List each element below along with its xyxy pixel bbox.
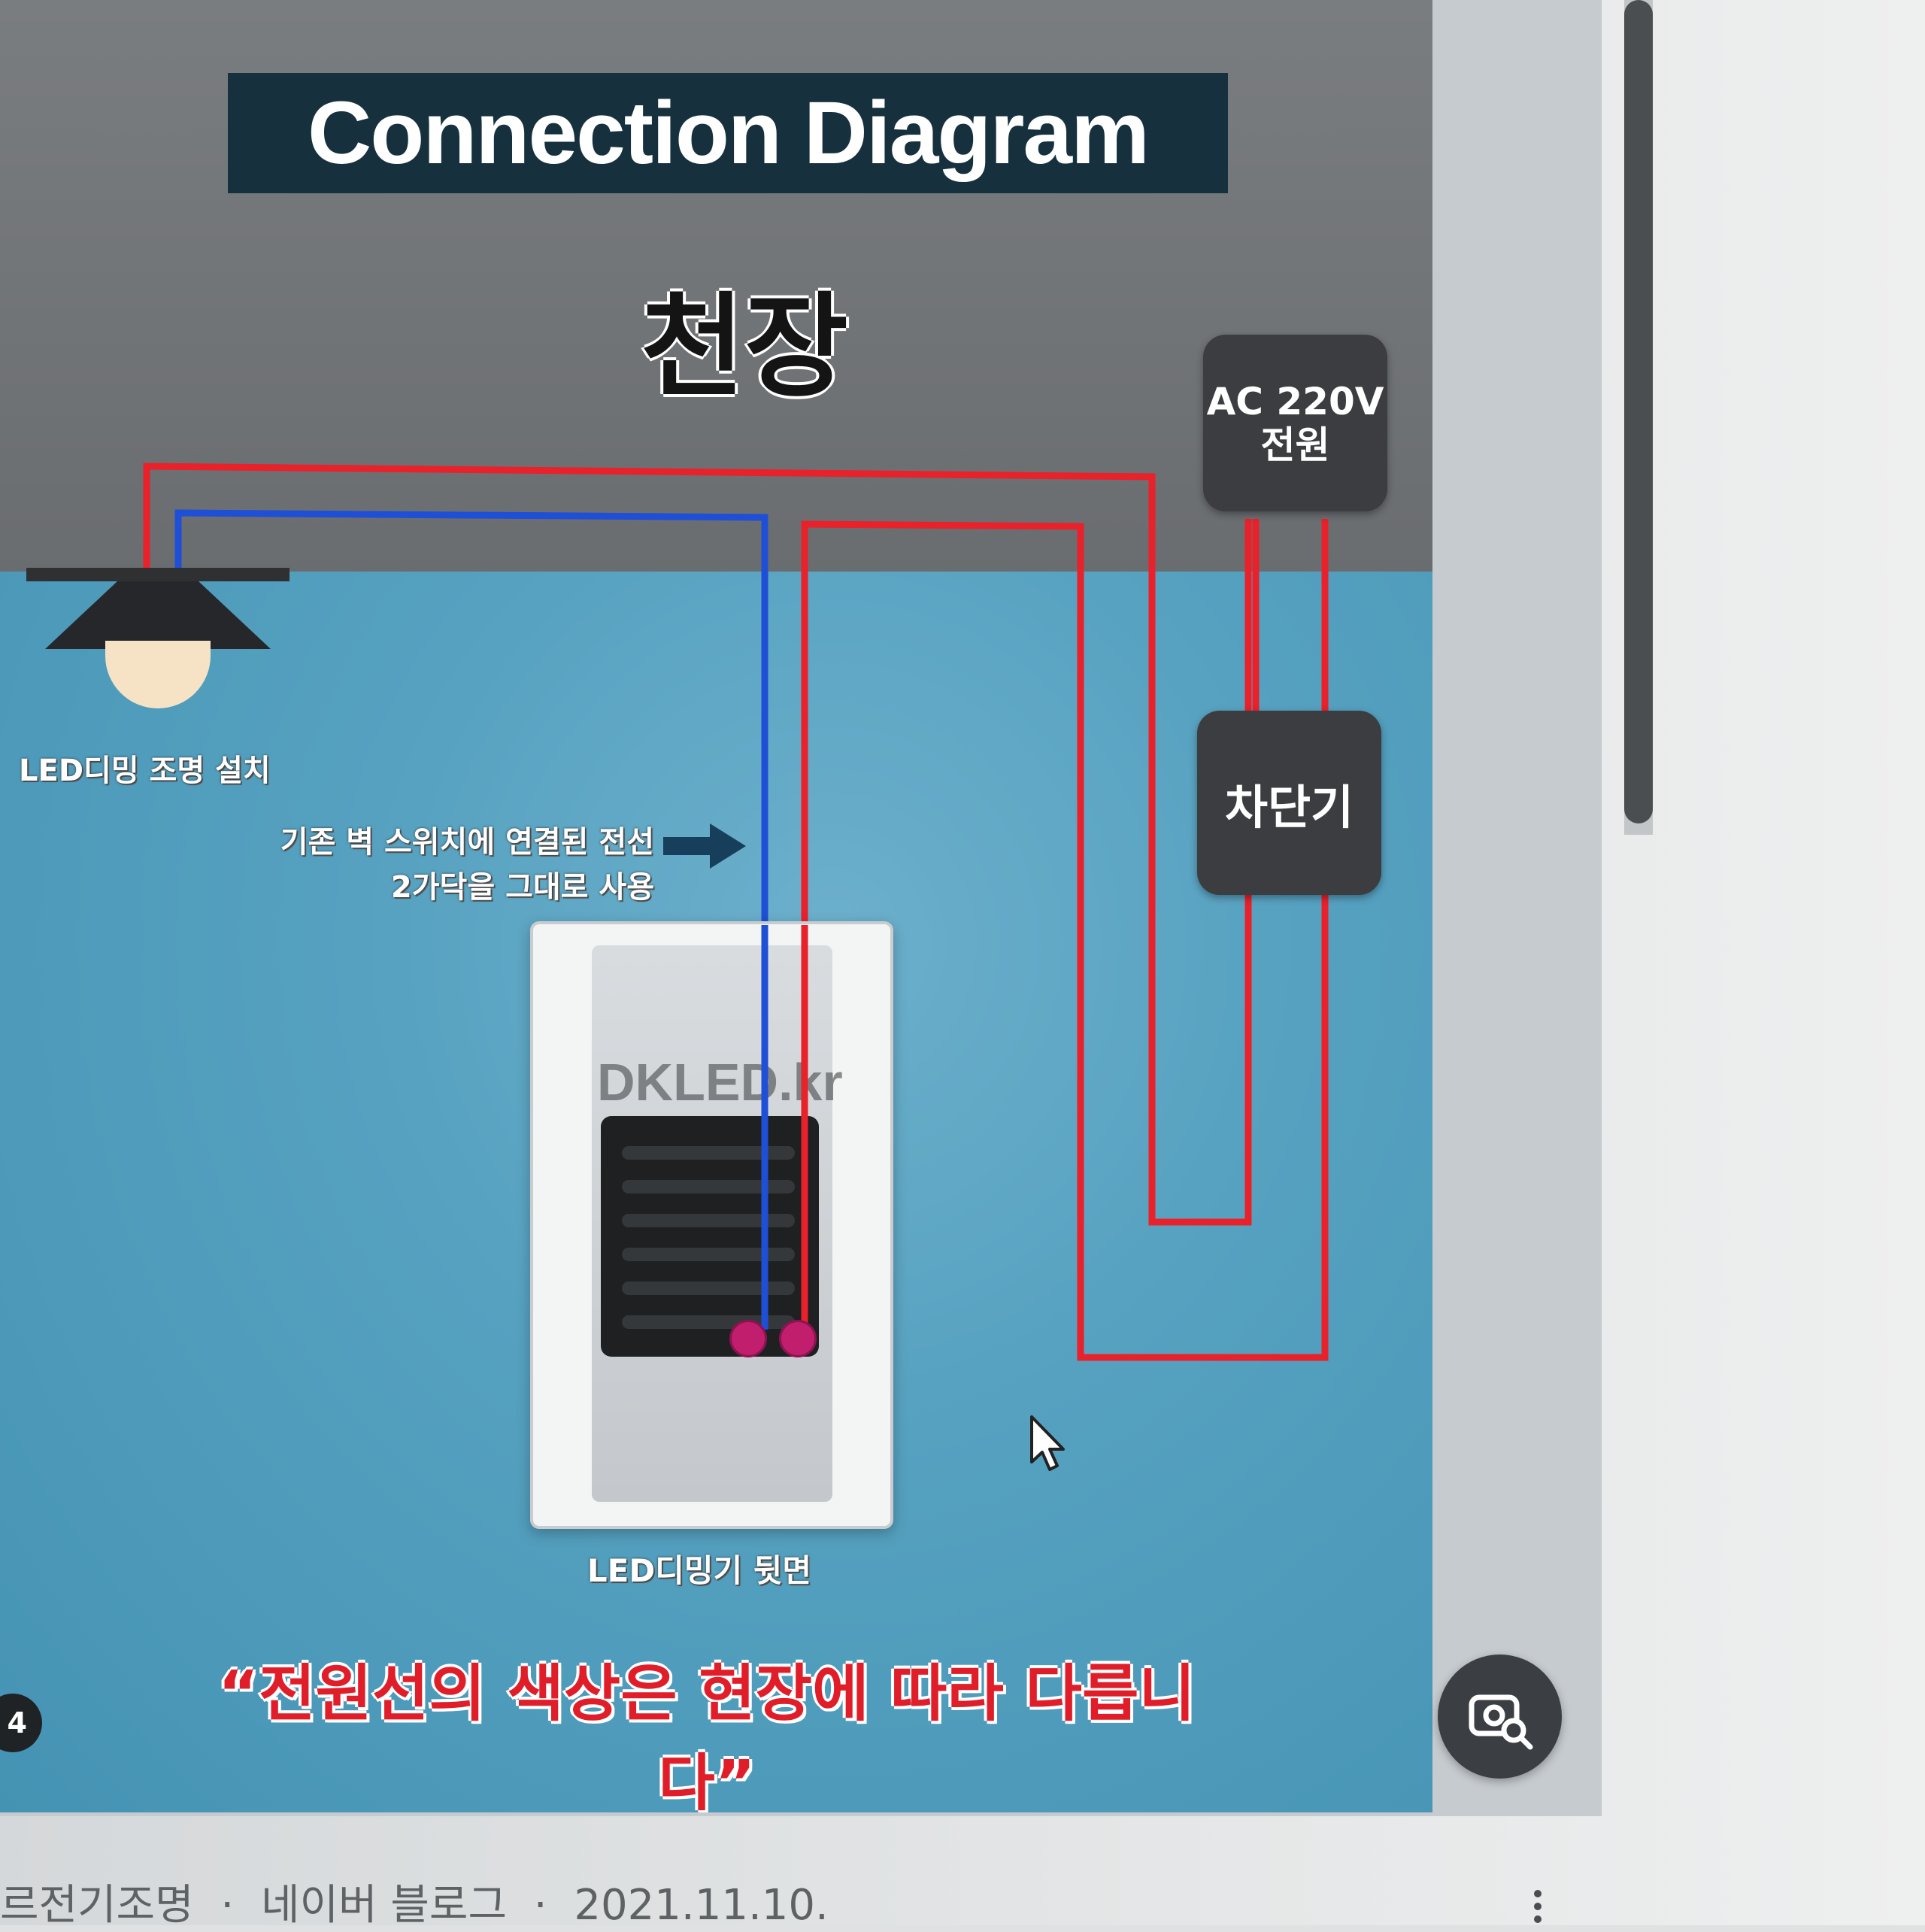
diagram-title-box: Connection Diagram: [228, 73, 1228, 193]
dimmer-device-label: LED디밍기 뒷면: [587, 1552, 812, 1589]
power-source-voltage: AC 220V: [1206, 379, 1384, 423]
image-search-button[interactable]: [1438, 1654, 1562, 1779]
arrow-right-icon: [663, 823, 746, 869]
connection-diagram-image: Connection Diagram 천장 AC 220V 전원 차단기 LED…: [0, 0, 1432, 1812]
module-vent: [622, 1146, 795, 1160]
dimmer-module: [601, 1116, 819, 1357]
power-source-box: AC 220V 전원: [1203, 335, 1387, 511]
source-site[interactable]: 르전기조명: [0, 1881, 194, 1930]
dimmer-device-brand: DKLED.kr: [597, 1053, 843, 1112]
module-vent: [622, 1180, 795, 1193]
breaker-label: 차단기: [1224, 779, 1354, 835]
source-separator: ·: [220, 1881, 235, 1930]
diagram-title: Connection Diagram: [308, 83, 1150, 183]
source-date: 2021.11.10.: [574, 1881, 829, 1930]
dimmer-device-back: DKLED.kr: [530, 921, 893, 1529]
terminal-neutral: [729, 1320, 767, 1357]
existing-wire-label-line2: 2가닥을 그대로 사용: [390, 870, 654, 905]
wiring-lines: [143, 463, 1329, 1361]
wire-color-notice: “전원선의 색상은 현장에 따라 다릅니다”: [218, 1658, 1196, 1812]
light-fixture-mount: [26, 568, 290, 581]
page-indicator: 4: [7, 1706, 27, 1739]
more-vertical-icon[interactable]: [1530, 1888, 1545, 1925]
led-fixture-label: LED디밍 조명 설치: [19, 754, 271, 788]
page-indicator-badge: 4: [0, 1694, 42, 1752]
module-vent: [622, 1214, 795, 1227]
scrollbar-thumb[interactable]: [1624, 0, 1653, 823]
terminal-live: [779, 1320, 817, 1357]
module-vent: [622, 1315, 795, 1329]
module-vent: [622, 1248, 795, 1261]
source-attribution[interactable]: 르전기조명 · 네이버 블로그 · 2021.11.10.: [0, 1871, 842, 1932]
mouse-pointer-icon: [1030, 1415, 1065, 1471]
ceiling-label: 천장: [640, 282, 848, 413]
image-search-icon: [1469, 1694, 1532, 1749]
breaker-box: 차단기: [1197, 711, 1381, 895]
wire-switch-live: [801, 519, 1329, 1361]
module-vent: [622, 1281, 795, 1295]
wire-fixture-live: [143, 463, 1252, 1226]
existing-wire-label: 기존 벽 스위치에 연결된 전선 2가닥을 그대로 사용: [218, 820, 654, 910]
image-viewer[interactable]: Connection Diagram 천장 AC 220V 전원 차단기 LED…: [0, 0, 1602, 1816]
existing-wire-label-line1: 기존 벽 스위치에 연결된 전선: [280, 825, 654, 860]
source-separator: ·: [533, 1881, 547, 1930]
source-platform[interactable]: 네이버 블로그: [261, 1881, 507, 1930]
power-source-label: 전원: [1260, 423, 1330, 467]
